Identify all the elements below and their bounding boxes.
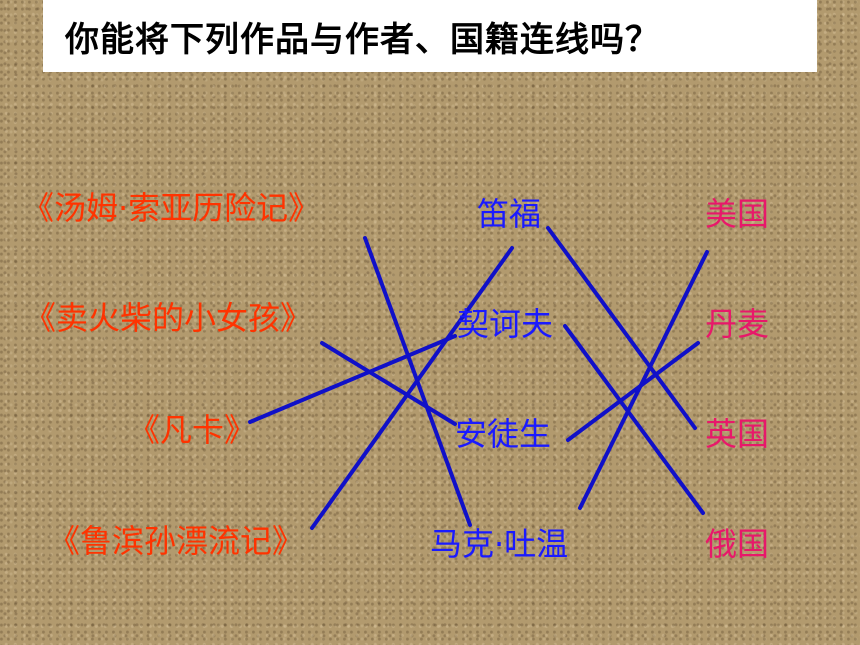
author-chekhov[interactable]: 契诃夫 <box>457 305 554 343</box>
work-robinson-crusoe[interactable]: 《鲁滨孙漂流记》 <box>48 522 305 560</box>
line-vanka-to-chekhov <box>248 334 457 424</box>
author-mark-twain[interactable]: 马克·吐温 <box>430 525 569 563</box>
work-tom-sawyer[interactable]: 《汤姆·索亚历险记》 <box>22 189 321 227</box>
line-andersen-to-denmark <box>566 341 700 442</box>
country-usa[interactable]: 美国 <box>705 195 770 233</box>
title: 你能将下列作品与作者、国籍连线吗？ <box>65 19 660 60</box>
line-robinson-to-defoe <box>310 246 514 530</box>
country-russia[interactable]: 俄国 <box>705 525 770 563</box>
line-mark-twain-to-usa <box>578 250 709 510</box>
work-little-match-girl[interactable]: 《卖火柴的小女孩》 <box>24 299 313 337</box>
title-box: 你能将下列作品与作者、国籍连线吗？ <box>43 0 817 72</box>
author-defoe[interactable]: 笛福 <box>477 195 542 233</box>
author-andersen[interactable]: 安徒生 <box>455 415 552 453</box>
line-defoe-to-uk <box>546 226 697 430</box>
country-uk[interactable]: 英国 <box>705 415 770 453</box>
line-match-girl-to-andersen <box>320 341 457 426</box>
line-chekhov-to-russia <box>563 324 705 515</box>
country-denmark[interactable]: 丹麦 <box>705 305 770 343</box>
work-vanka[interactable]: 《凡卡》 <box>128 411 257 449</box>
